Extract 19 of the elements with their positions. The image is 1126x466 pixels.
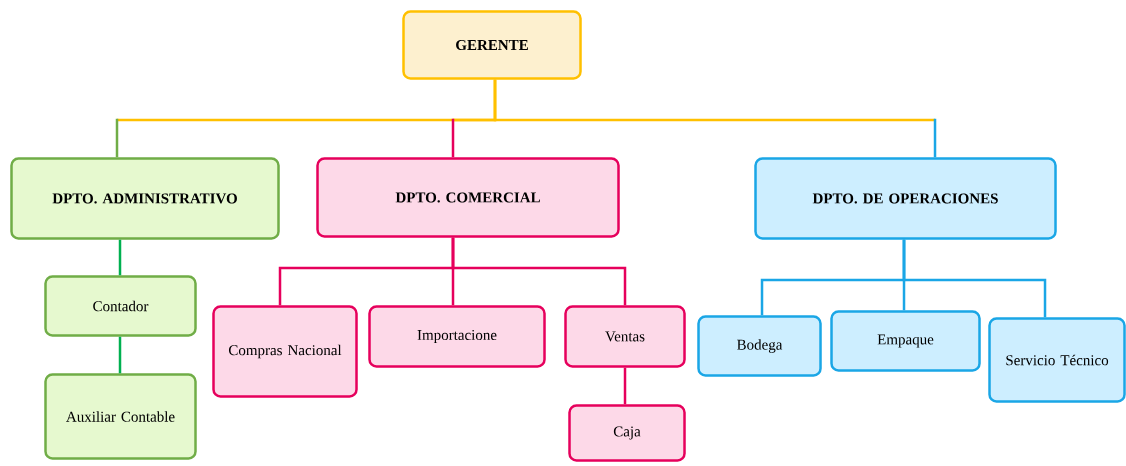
position-box: Bodega [697,315,822,377]
department-box: DPTO. COMERCIAL [316,157,620,238]
position-box: Compras Nacional [212,305,358,398]
connector-line [118,336,122,374]
position-box: Ventas [564,305,686,368]
position-box: Servicio Técnico [988,317,1126,403]
manager-box: GERENTE [402,10,582,80]
connector-line [118,239,122,276]
position-box: Empaque [830,310,981,372]
department-box: DPTO. ADMINISTRATIVO [10,157,280,240]
connector-line [493,79,937,158]
position-box: Auxiliar Contable [44,373,197,460]
connector-line [451,237,627,306]
position-box: Contador [44,275,197,337]
department-box: DPTO. DE OPERACIONES [754,157,1057,240]
connector-line [902,239,1047,318]
position-box: Caja [568,404,686,462]
position-box: Importacione [368,305,546,368]
connector-line [623,367,627,405]
